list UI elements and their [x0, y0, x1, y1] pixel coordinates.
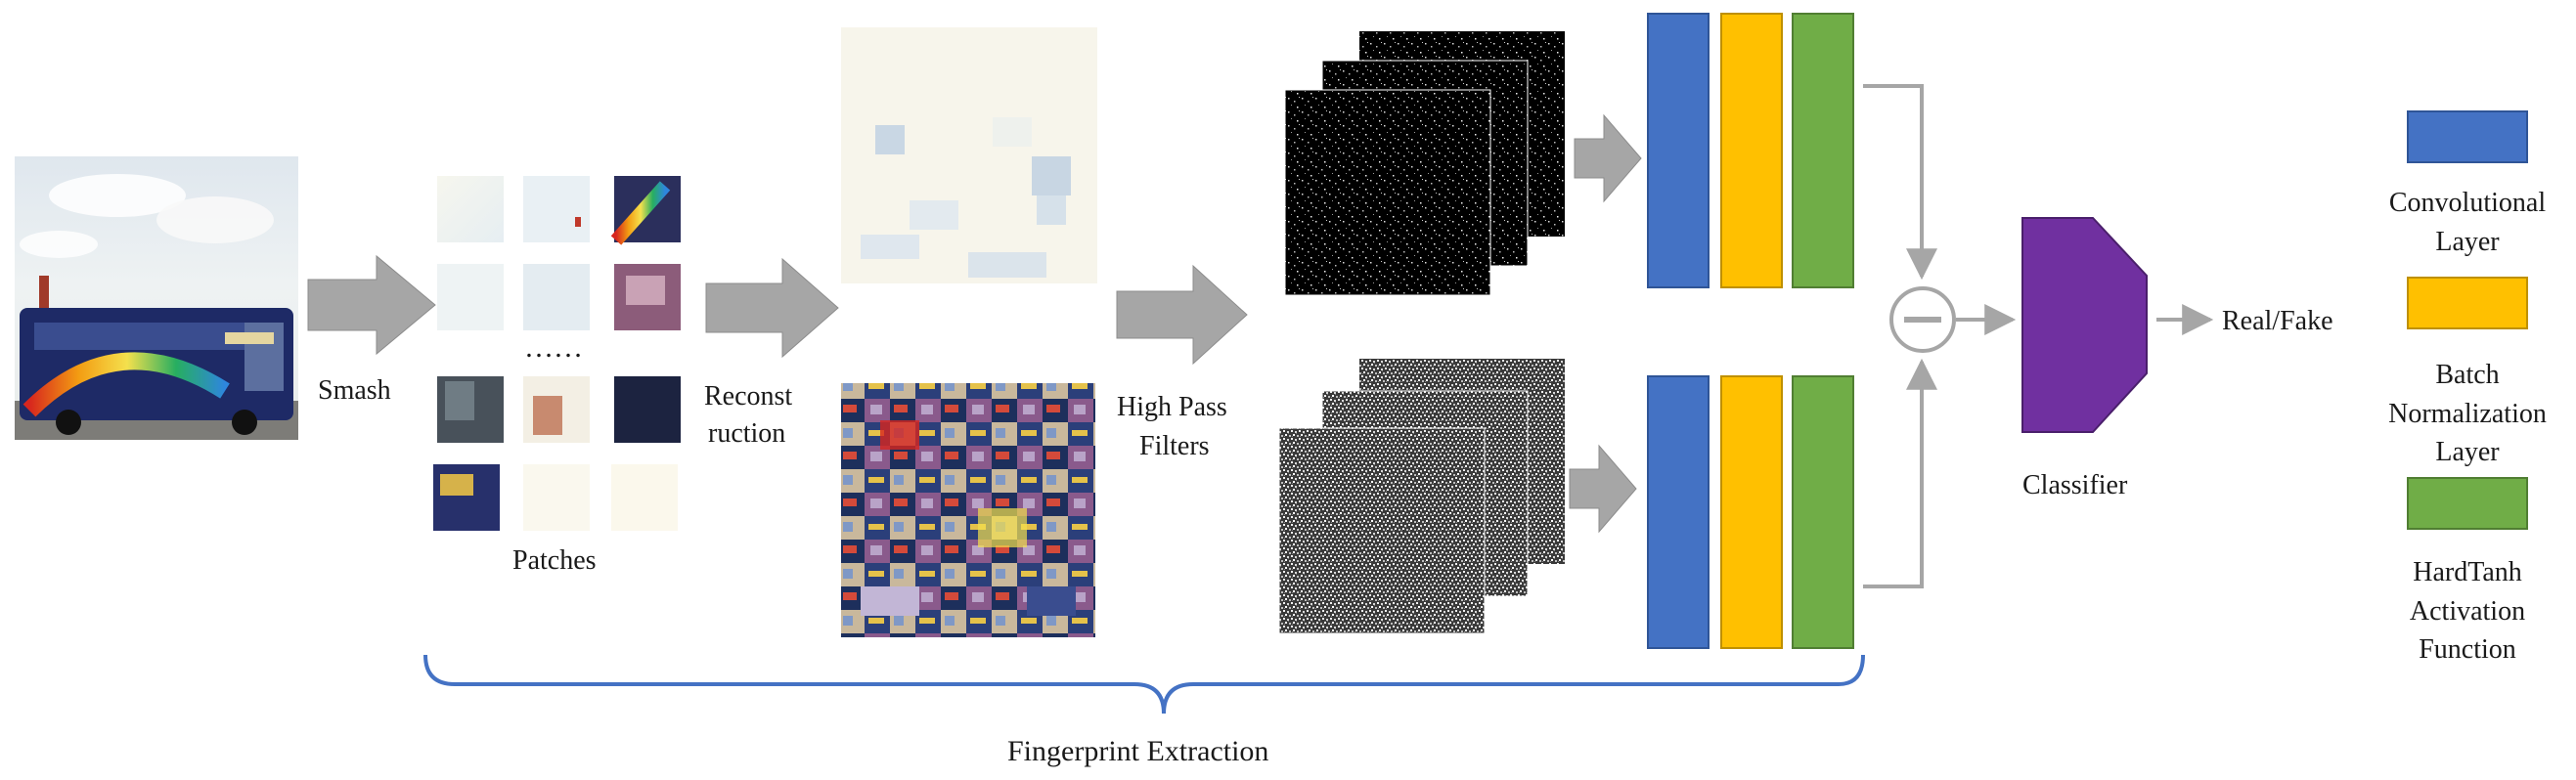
fingerprint-extraction-brace — [423, 654, 1865, 715]
conv-layer-block — [1647, 13, 1710, 288]
legend-batchnorm-line3: Layer — [2435, 437, 2500, 467]
classifier-block — [2021, 217, 2148, 433]
conv-layer-block — [1647, 375, 1710, 649]
legend: Convolutional Layer Batch Normalization … — [2388, 110, 2547, 665]
legend-batchnorm-line1: Batch — [2435, 360, 2499, 390]
patch — [611, 464, 678, 531]
patch — [614, 376, 681, 443]
patch — [437, 264, 504, 330]
patch — [523, 464, 590, 531]
filtered-stack-bottom — [1278, 359, 1565, 634]
arrow-high-pass — [1116, 264, 1248, 366]
legend-batchnorm-line2: Normalization — [2388, 399, 2547, 429]
patch — [523, 176, 590, 242]
patch — [433, 464, 500, 531]
patches-label: Patches — [512, 545, 597, 576]
arrow-smash — [307, 254, 436, 356]
legend-item-batchnorm: Batch Normalization Layer — [2388, 277, 2547, 467]
arrow-to-branch-bottom — [1569, 444, 1637, 534]
legend-swatch-conv — [2407, 110, 2528, 163]
filtered-stack-top — [1284, 31, 1565, 296]
patch — [523, 264, 590, 330]
patch — [614, 264, 681, 330]
arrow-reconstruction — [705, 257, 839, 359]
patch — [610, 176, 681, 245]
minus-circle-icon — [1889, 286, 1956, 353]
patch — [437, 176, 504, 242]
branch-top-layers — [1647, 13, 1854, 288]
legend-conv-line1: Convolutional — [2389, 188, 2546, 218]
reconstruction-label-line2: ruction — [708, 418, 785, 449]
reconstructed-smooth-image — [841, 27, 1097, 283]
legend-conv-line2: Layer — [2435, 227, 2500, 257]
hardtanh-layer-block — [1792, 13, 1854, 288]
fingerprint-extraction-label: Fingerprint Extraction — [1007, 735, 1268, 767]
legend-item-conv: Convolutional Layer — [2389, 110, 2546, 257]
high-pass-label-line1: High Pass — [1117, 392, 1227, 422]
patches-ellipsis: …… — [524, 331, 583, 364]
output-label: Real/Fake — [2222, 306, 2333, 336]
patches-grid: …… — [433, 176, 681, 531]
patch — [437, 376, 504, 443]
input-image — [15, 156, 298, 440]
reconstruction-label-line1: Reconst — [704, 381, 792, 412]
legend-hardtanh-line3: Function — [2419, 634, 2516, 665]
legend-hardtanh-line2: Activation — [2410, 596, 2525, 627]
classifier-label: Classifier — [2022, 470, 2128, 500]
branch-bottom-layers — [1647, 375, 1854, 649]
legend-item-hardtanh: HardTanh Activation Function — [2407, 477, 2528, 665]
legend-hardtanh-line1: HardTanh — [2413, 557, 2522, 587]
batchnorm-layer-block — [1720, 13, 1783, 288]
arrow-to-branch-top — [1574, 113, 1642, 203]
legend-swatch-hardtanh — [2407, 477, 2528, 530]
reconstructed-rich-image — [841, 383, 1095, 637]
hardtanh-layer-block — [1792, 375, 1854, 649]
smash-label: Smash — [318, 375, 391, 406]
batchnorm-layer-block — [1720, 375, 1783, 649]
legend-swatch-batchnorm — [2407, 277, 2528, 329]
patch — [523, 376, 590, 443]
connector-top — [1863, 84, 1937, 281]
connector-bottom — [1863, 358, 1937, 588]
high-pass-label-line2: Filters — [1139, 431, 1210, 461]
